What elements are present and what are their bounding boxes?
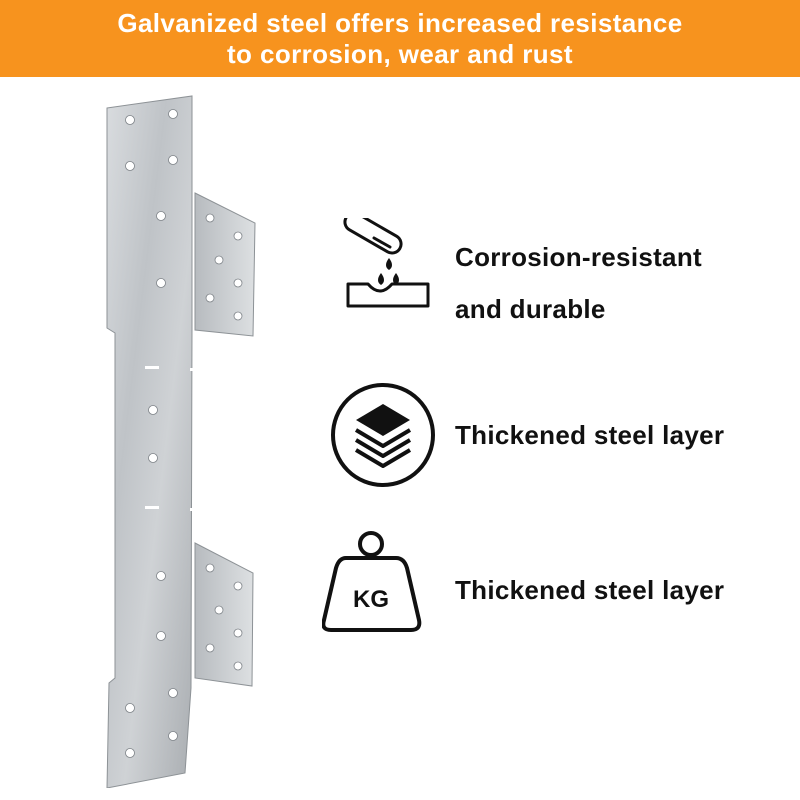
- feature-1-line-1: Corrosion-resistant: [455, 242, 702, 272]
- weight-icon-text: KG: [353, 586, 389, 613]
- weight-icon: KG: [322, 531, 422, 632]
- feature-2-label: Thickened steel layer: [455, 420, 725, 450]
- feature-3-label: Thickened steel layer: [455, 575, 725, 605]
- header-banner: Galvanized steel offers increased resist…: [0, 0, 800, 77]
- test-tube-drop-icon: [343, 218, 430, 308]
- banner-line-1: Galvanized steel offers increased resist…: [117, 7, 683, 38]
- layers-icon: [331, 383, 435, 487]
- product-image: [103, 95, 256, 788]
- banner-line-2: to corrosion, wear and rust: [227, 38, 573, 69]
- feature-1-line-2: and durable: [455, 294, 606, 324]
